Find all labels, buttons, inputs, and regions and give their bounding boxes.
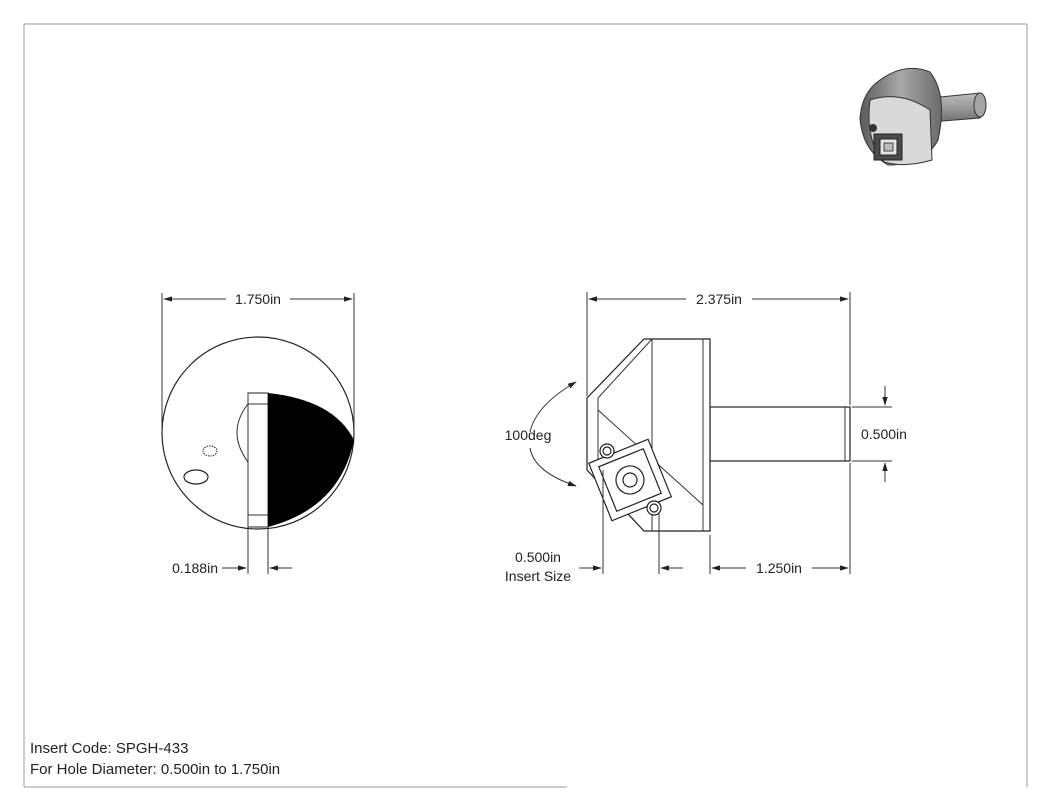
insert-size-value: 0.500in (515, 549, 561, 565)
shank-diameter-label: 0.500in (861, 426, 907, 442)
screw-hole (183, 469, 209, 485)
side-view (586, 338, 851, 532)
drawing-border (23, 23, 1028, 788)
thread-mark (202, 445, 218, 457)
dim-angle: 100deg (505, 381, 577, 487)
insert-size-label: Insert Size (505, 568, 571, 584)
hole-diameter-note: For Hole Diameter: 0.500in to 1.750in (30, 761, 281, 778)
insert-code-note: Insert Code: SPGH-433 (30, 740, 189, 757)
dim-front-width: 1.750in (161, 291, 355, 433)
dim-shank-length: 1.250in (709, 463, 851, 576)
dim-front-offset: 0.188in (172, 527, 292, 576)
shank-length-label: 1.250in (756, 560, 802, 576)
cutting-insert-face (268, 393, 354, 527)
front-width-label: 1.750in (235, 291, 281, 307)
dim-side-length: 2.375in (586, 291, 851, 405)
front-offset-label: 0.188in (172, 560, 218, 576)
front-view (161, 336, 355, 530)
insert-assembly (587, 438, 673, 522)
insert-pocket (247, 392, 269, 528)
isometric-view (859, 67, 987, 166)
insert-screw-icon (622, 472, 638, 488)
side-length-label: 2.375in (696, 291, 742, 307)
angle-label: 100deg (505, 427, 552, 443)
shank (709, 406, 851, 462)
dim-insert-size: 0.500in Insert Size (505, 470, 683, 584)
dim-shank-diameter: 0.500in (852, 386, 907, 482)
